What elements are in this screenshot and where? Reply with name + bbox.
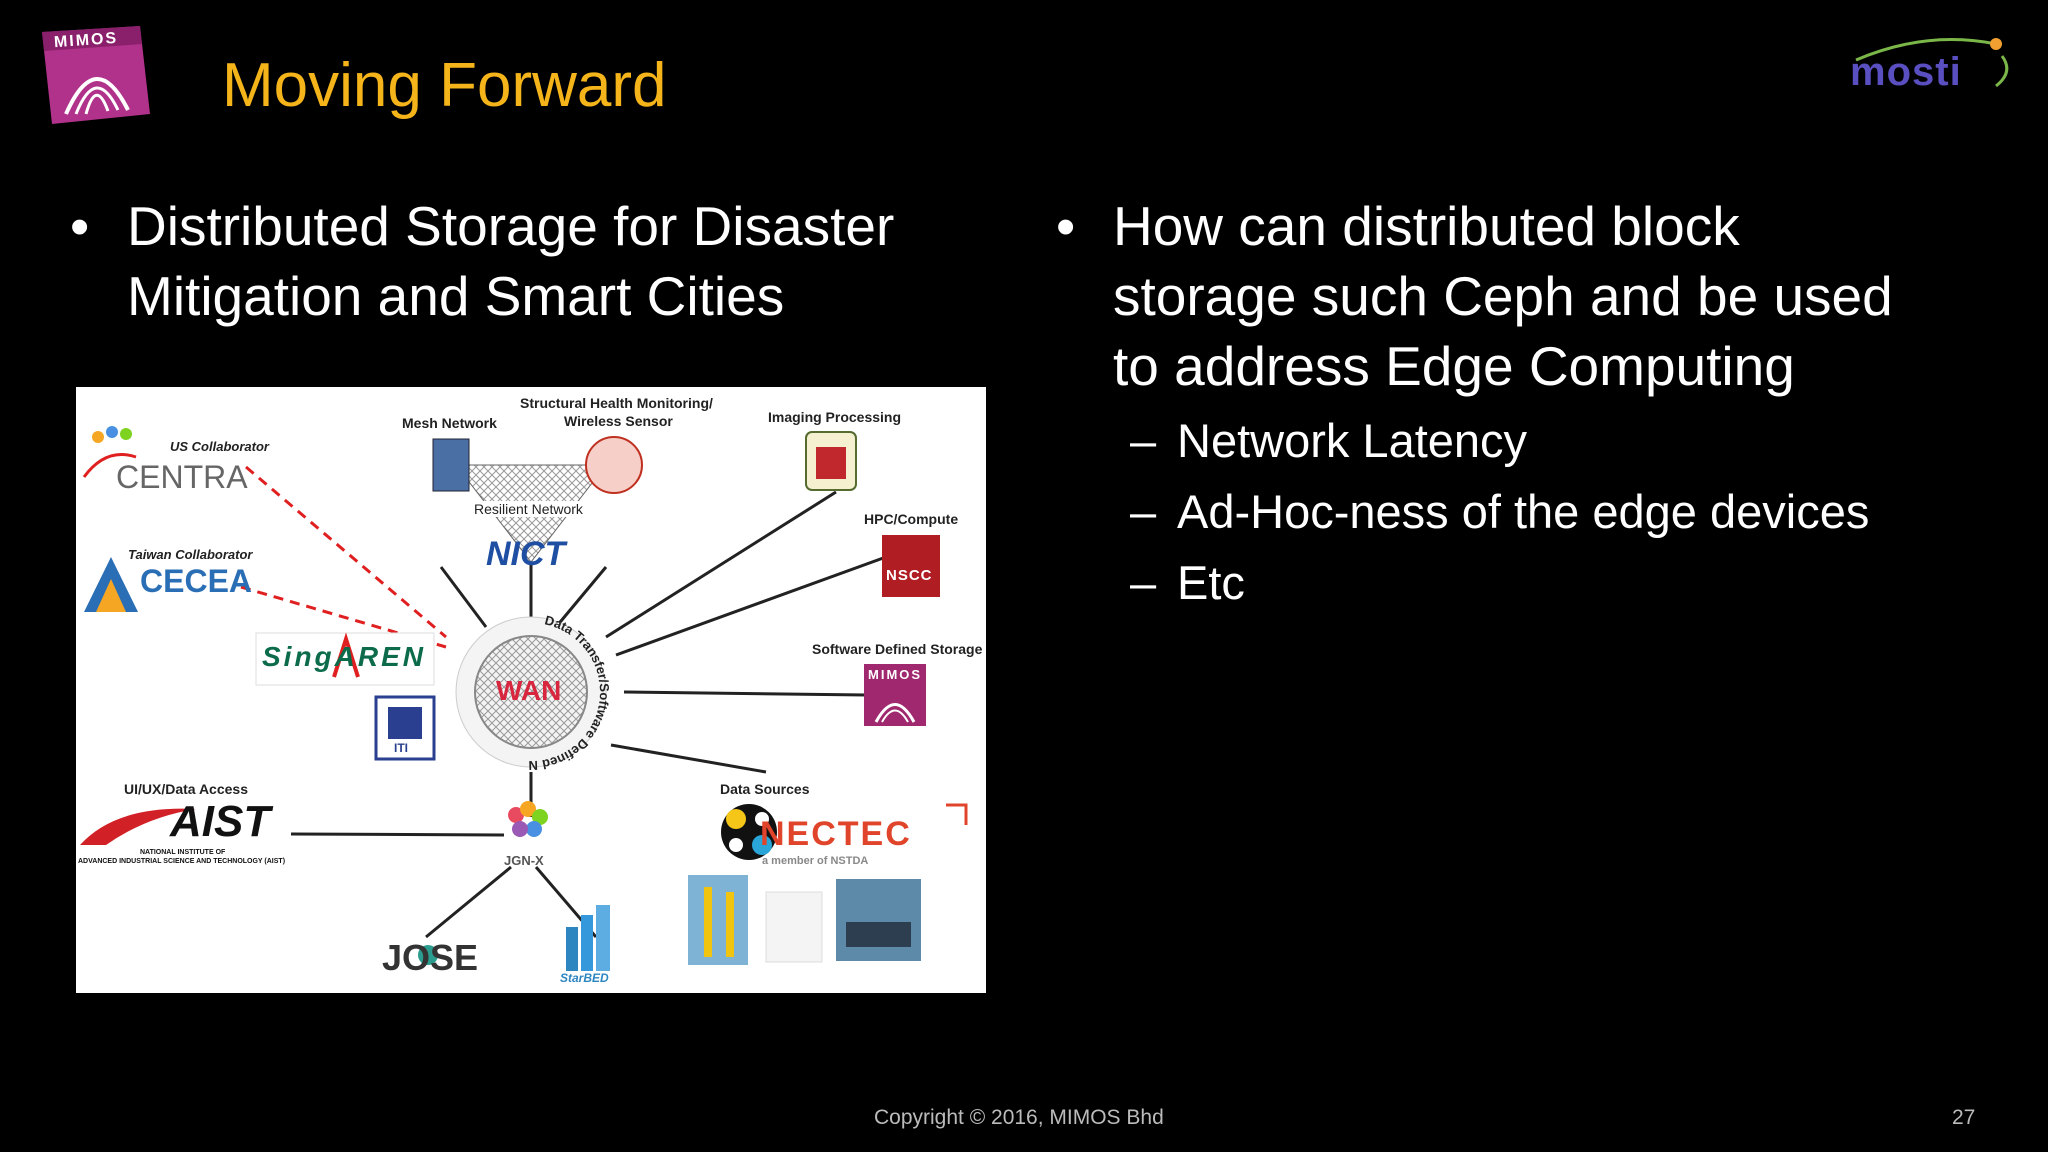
taiwan-collaborator-label: Taiwan Collaborator [128,547,253,562]
footer-copyright: Copyright © 2016, MIMOS Bhd [874,1106,1164,1129]
sensor-device-photo [765,891,823,963]
aist-logo-text: AIST [170,797,271,846]
sub-dash: – [1130,556,1157,609]
jose-globe-icon [418,945,438,965]
nectec-logo-text: NECTEC [760,815,912,853]
shm-label-1: Structural Health Monitoring/ [520,395,713,411]
bullet-dot: • [1056,195,1076,257]
sub-item-text: Ad-Hoc-ness of the edge devices [1177,485,1870,538]
sub-item: – Ad-Hoc-ness of the edge devices [1130,476,1869,547]
aist-sub-2: ADVANCED INDUSTRIAL SCIENCE AND TECHNOLO… [78,858,286,865]
mosti-logo-text: mosti [1850,50,1962,94]
nict-logo-text: NICT [486,535,566,573]
imaging-label: Imaging Processing [768,409,902,425]
iti-logo-text: ITI [394,741,408,755]
sub-dash: – [1130,414,1157,467]
jgnx-logo-text: JGN-X [504,853,544,868]
mosti-logo: mosti [1846,30,2016,100]
right-bullet: • How can distributed block storage such… [1056,191,2016,401]
sub-item-text: Network Latency [1177,414,1528,467]
right-bullet-line1: How can distributed block [1113,195,1740,257]
nscc-logo [882,535,940,597]
singaren-logo-text: SingAREN [262,641,426,672]
solar-station-photo [836,879,921,961]
sds-label: Software Defined Storage [812,641,983,657]
sub-item: – Network Latency [1130,405,1527,476]
ui-label: UI/UX/Data Access [124,781,248,797]
centra-logo [82,426,137,478]
sub-item: – Etc [1130,547,1245,618]
sub-item-text: Etc [1177,556,1245,609]
architecture-diagram: Mesh Network Structural Health Monitorin… [76,387,986,993]
nectec-mark-icon [946,803,968,825]
page-number: 27 [1952,1106,1976,1129]
nscc-logo-text: NSCC [886,567,933,584]
singaren-logo [255,632,435,686]
bullet-dot: • [70,195,90,257]
hpc-label: HPC/Compute [864,511,959,527]
resilient-network-label: Resilient Network [472,501,585,517]
data-sources-label: Data Sources [720,781,810,797]
left-bullet-line2: Mitigation and Smart Cities [127,265,785,327]
right-bullet-line3: to address Edge Computing [1113,335,1795,397]
wan-label: WAN [496,675,562,706]
wan-hub [474,635,588,749]
mesh-network-label: Mesh Network [402,415,497,431]
mimos-logo: MIMOS [36,26,154,126]
nectec-sub-text: a member of NSTDA [762,855,869,867]
aist-swoosh [80,808,196,845]
slide-title: Moving Forward [222,51,667,120]
shm-label-2: Wireless Sensor [564,413,673,429]
jose-logo-text: JOSE [382,937,479,978]
starbed-logo [566,905,610,971]
aist-sub-1: NATIONAL INSTITUTE OF [140,849,226,856]
imaging-icon-inner [816,447,846,479]
mimos-storage-text: MIMOS [868,667,923,682]
left-bullet-line1: Distributed Storage for Disaster [127,195,895,257]
cecea-logo-text: CECEA [140,563,253,599]
us-collaborator-label: US Collaborator [170,439,269,454]
mimos-storage-logo [864,664,926,726]
right-bullet-line2: storage such Ceph and be used [1113,265,1893,327]
centra-logo-text: CENTRA [116,459,248,495]
left-bullet: • Distributed Storage for Disaster Mitig… [70,191,970,331]
sub-dash: – [1130,485,1157,538]
jgnx-logo [508,801,548,837]
collaborator-links [240,465,447,649]
data-source-logo [721,804,777,860]
shm-sensor-icon [585,436,643,494]
starbed-logo-text: StarBED [560,971,609,985]
mesh-network-icon [432,438,470,492]
buoy-photo [688,875,748,965]
